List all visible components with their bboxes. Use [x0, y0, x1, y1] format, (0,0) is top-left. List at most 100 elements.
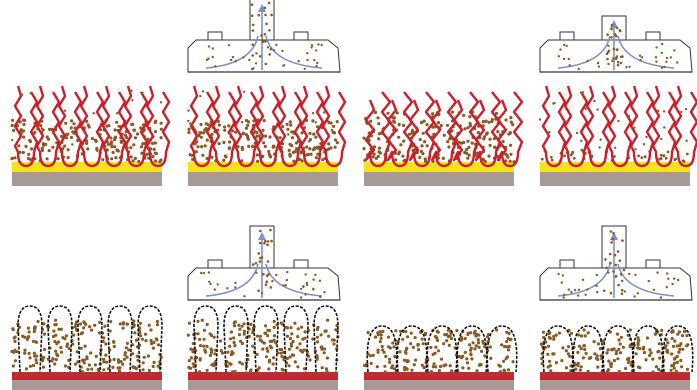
dirt-particle — [76, 350, 79, 353]
dirt-particle — [130, 155, 133, 158]
dirt-particle — [81, 370, 84, 373]
dirt-particle — [98, 321, 101, 324]
dirt-particle — [445, 339, 448, 342]
dirt-particle — [288, 348, 291, 351]
dirt-particle — [363, 364, 366, 367]
dirt-particle — [643, 143, 645, 145]
dirt-particle — [14, 336, 17, 339]
dirt-particle — [663, 154, 666, 157]
dirt-particle — [586, 288, 588, 290]
dirt-particle — [582, 279, 584, 281]
dirt-particle — [190, 356, 193, 359]
dirt-particle — [142, 368, 145, 371]
dirt-particle — [663, 126, 665, 128]
dirt-particle — [477, 131, 480, 134]
dirt-particle — [496, 130, 499, 133]
dirt-particle — [627, 361, 630, 364]
dirt-particle — [595, 285, 597, 287]
dirt-particle — [43, 333, 46, 336]
dirt-particle — [614, 276, 616, 278]
dirt-particle — [565, 366, 568, 369]
dirt-particle — [617, 61, 620, 64]
dirt-particle — [122, 321, 125, 324]
dirt-particle — [487, 121, 490, 124]
dirt-particle — [680, 111, 682, 113]
dirt-particle — [63, 145, 66, 148]
dirt-particle — [670, 364, 673, 367]
dirt-particle — [311, 119, 314, 122]
dirt-particle — [614, 33, 617, 36]
dirt-particle — [243, 333, 246, 336]
dirt-particle — [272, 362, 275, 365]
dirt-particle — [218, 142, 221, 145]
dirt-particle — [489, 144, 492, 147]
dirt-particle — [30, 147, 33, 150]
dirt-particle — [467, 332, 470, 335]
dirt-particle — [429, 346, 432, 349]
dirt-particle — [308, 147, 311, 150]
dirt-particle — [488, 138, 491, 141]
dirt-particle — [37, 320, 40, 323]
dirt-particle — [261, 256, 264, 259]
dirt-particle — [291, 353, 294, 356]
dirt-particle — [379, 330, 382, 333]
dirt-particle — [154, 130, 157, 133]
dirt-particle — [614, 147, 616, 149]
dirt-particle — [30, 92, 32, 94]
dirt-particle — [27, 153, 30, 156]
dirt-particle — [199, 123, 202, 126]
dirt-particle — [271, 280, 273, 282]
dirt-particle — [196, 332, 199, 335]
dirt-particle — [677, 351, 680, 354]
dirt-particle — [23, 119, 26, 122]
dirt-particle — [215, 121, 217, 123]
dirt-particle — [656, 350, 659, 353]
dirt-particle — [114, 136, 117, 139]
dirt-particle — [233, 341, 236, 344]
dirt-particle — [660, 329, 663, 332]
dirt-particle — [281, 50, 283, 52]
dirt-particle — [157, 343, 160, 346]
dirt-particle — [264, 33, 267, 36]
dirt-particle — [482, 137, 485, 140]
dirt-particle — [86, 368, 89, 371]
dirt-particle — [616, 357, 619, 360]
dirt-particle — [187, 120, 189, 122]
dirt-particle — [657, 110, 659, 112]
dirt-particle — [658, 357, 661, 360]
dirt-particle — [655, 61, 657, 63]
dirt-particle — [580, 334, 583, 337]
dirt-particle — [117, 358, 120, 361]
dirt-particle — [264, 324, 267, 327]
dirt-particle — [336, 141, 339, 144]
dirt-particle — [685, 334, 688, 337]
dirt-particle — [144, 333, 147, 336]
dirt-particle — [633, 295, 635, 297]
dirt-particle — [88, 363, 91, 366]
dirt-particle — [241, 148, 244, 151]
dirt-particle — [646, 336, 649, 339]
dirt-particle — [198, 338, 201, 341]
dirt-particle — [235, 60, 237, 62]
dirt-particle — [376, 365, 379, 368]
dirt-particle — [478, 346, 481, 349]
dirt-particle — [233, 344, 236, 347]
dirt-particle — [620, 56, 622, 58]
dirt-particle — [139, 322, 142, 325]
dirt-particle — [95, 355, 98, 358]
dirt-particle — [42, 356, 45, 359]
dirt-particle — [499, 365, 502, 368]
dirt-particle — [200, 136, 203, 139]
dirt-particle — [89, 351, 92, 354]
dirt-particle — [139, 334, 142, 337]
dirt-particle — [565, 349, 568, 352]
dirt-particle — [615, 350, 618, 353]
dirt-particle — [288, 153, 291, 156]
dirt-particle — [247, 135, 249, 137]
dirt-particle — [472, 341, 475, 344]
dirt-particle — [426, 144, 429, 147]
dirt-particle — [279, 136, 282, 139]
dirt-particle — [548, 360, 551, 363]
dirt-particle — [206, 369, 209, 372]
dirt-particle — [679, 359, 682, 362]
